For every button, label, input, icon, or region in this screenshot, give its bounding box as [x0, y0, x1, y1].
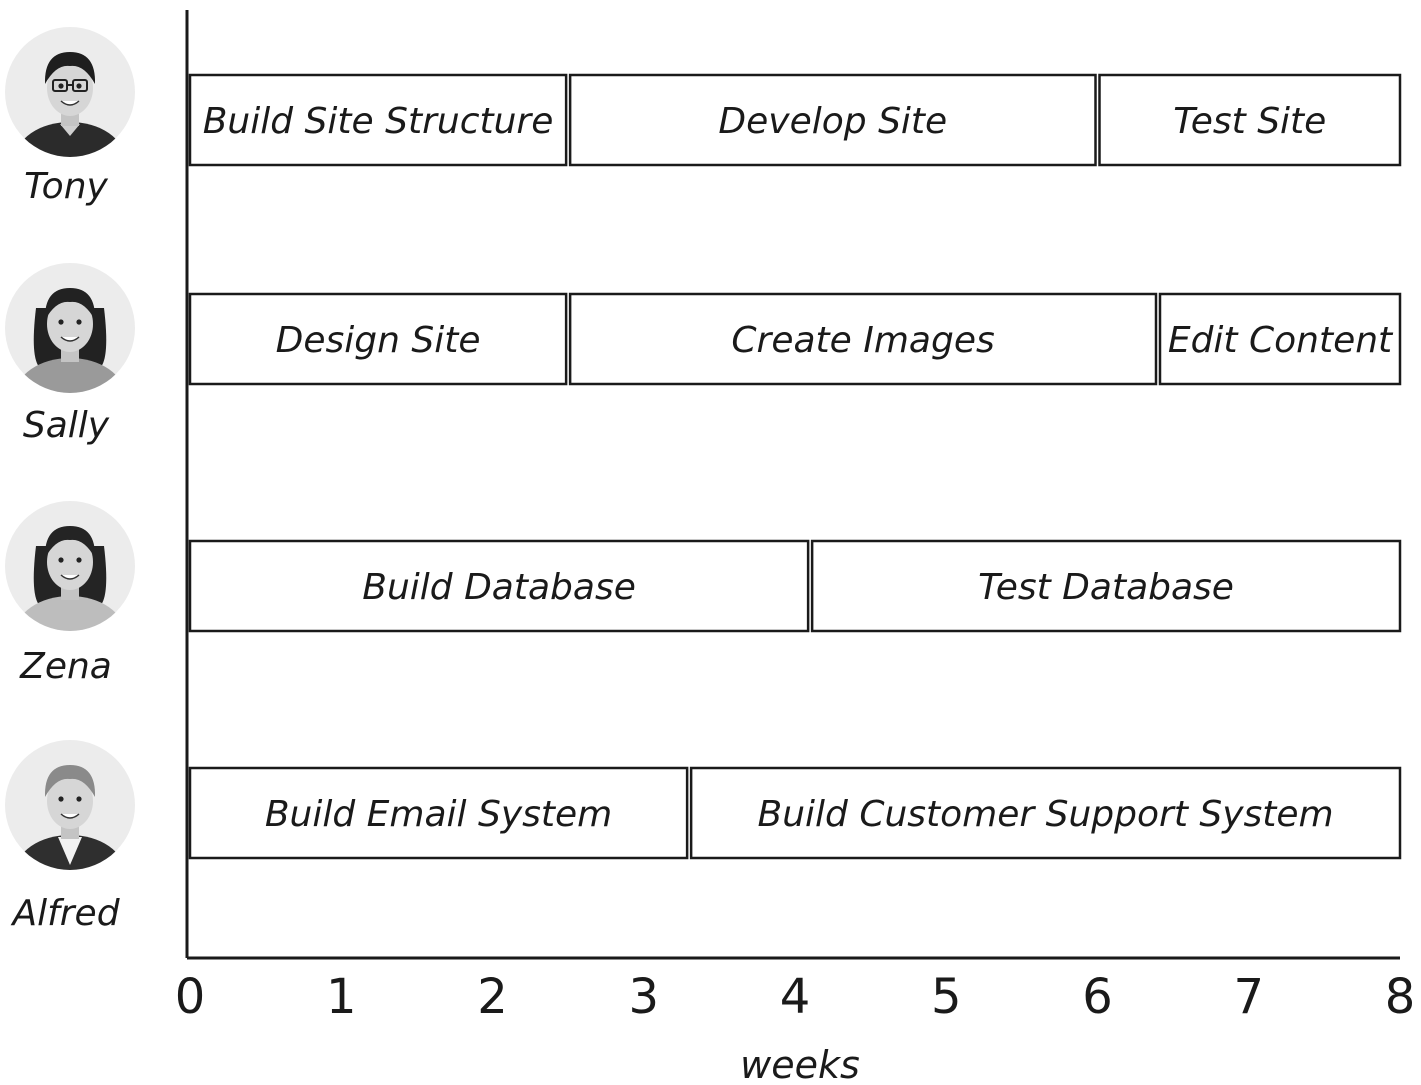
task-bar: Build Site Structure: [188, 73, 568, 167]
x-tick-label: 0: [175, 969, 206, 1025]
task-bar-rect: [188, 73, 568, 167]
task-label: Create Images: [731, 320, 994, 361]
axes-layer: [185, 10, 1400, 960]
task-label: Build Customer Support System: [758, 794, 1334, 835]
task-label: Develop Site: [718, 101, 947, 142]
task-bar: Test Site: [1098, 73, 1402, 167]
task-label: Design Site: [276, 320, 481, 361]
task-bar: Test Database: [810, 539, 1402, 633]
task-label: Test Database: [978, 567, 1234, 608]
x-tick-label: 5: [931, 969, 962, 1025]
task-bar: Design Site: [188, 292, 568, 386]
task-label: Edit Content: [1168, 320, 1394, 361]
task-label: Build Site Structure: [203, 101, 554, 142]
task-bar-rect: [810, 539, 1402, 633]
task-bar-rect: [1158, 292, 1402, 386]
task-label: Test Site: [1173, 101, 1326, 142]
task-bars-layer: Build Site Structure Develop Site Test Sit…: [188, 73, 1402, 860]
x-tick-label: 2: [477, 969, 508, 1025]
task-bar: Edit Content: [1158, 292, 1402, 386]
task-label: Build Database: [362, 567, 636, 608]
x-tick-label: 4: [780, 969, 811, 1025]
man-suit-avatar-icon: [5, 740, 135, 870]
x-tick-label: 8: [1385, 969, 1416, 1025]
task-bar: Build Customer Support System: [689, 766, 1402, 860]
task-bar-rect: [689, 766, 1402, 860]
task-bar-rect: [568, 73, 1097, 167]
x-tick-label: 6: [1082, 969, 1113, 1025]
x-tick-label: 3: [628, 969, 659, 1025]
person-name-sally: Sally: [23, 405, 110, 446]
man-glasses-avatar-icon: [5, 27, 135, 157]
task-bar: Create Images: [568, 292, 1158, 386]
task-bar: Build Email System: [188, 766, 689, 860]
task-bar-rect: [188, 292, 568, 386]
task-bar: Build Database: [188, 539, 810, 633]
task-bar-rect: [188, 539, 810, 633]
woman-straight-hair-avatar-icon: [5, 263, 135, 393]
person-name-zena: Zena: [19, 646, 112, 687]
x-axis-label: weeks: [740, 1043, 860, 1085]
task-bar: Develop Site: [568, 73, 1097, 167]
task-bar-rect: [188, 766, 689, 860]
x-tick-label: 1: [326, 969, 357, 1025]
task-label: Build Email System: [265, 794, 612, 835]
person-name-alfred: Alfred: [10, 893, 120, 934]
woman-curly-hair-avatar-icon: [5, 501, 135, 631]
x-tick-label: 7: [1233, 969, 1264, 1025]
task-bar-rect: [1098, 73, 1402, 167]
task-bar-rect: [568, 292, 1158, 386]
person-name-tony: Tony: [24, 166, 108, 207]
x-tick-labels: 0 1 2 3 4 5 6 7 8: [175, 969, 1416, 1025]
